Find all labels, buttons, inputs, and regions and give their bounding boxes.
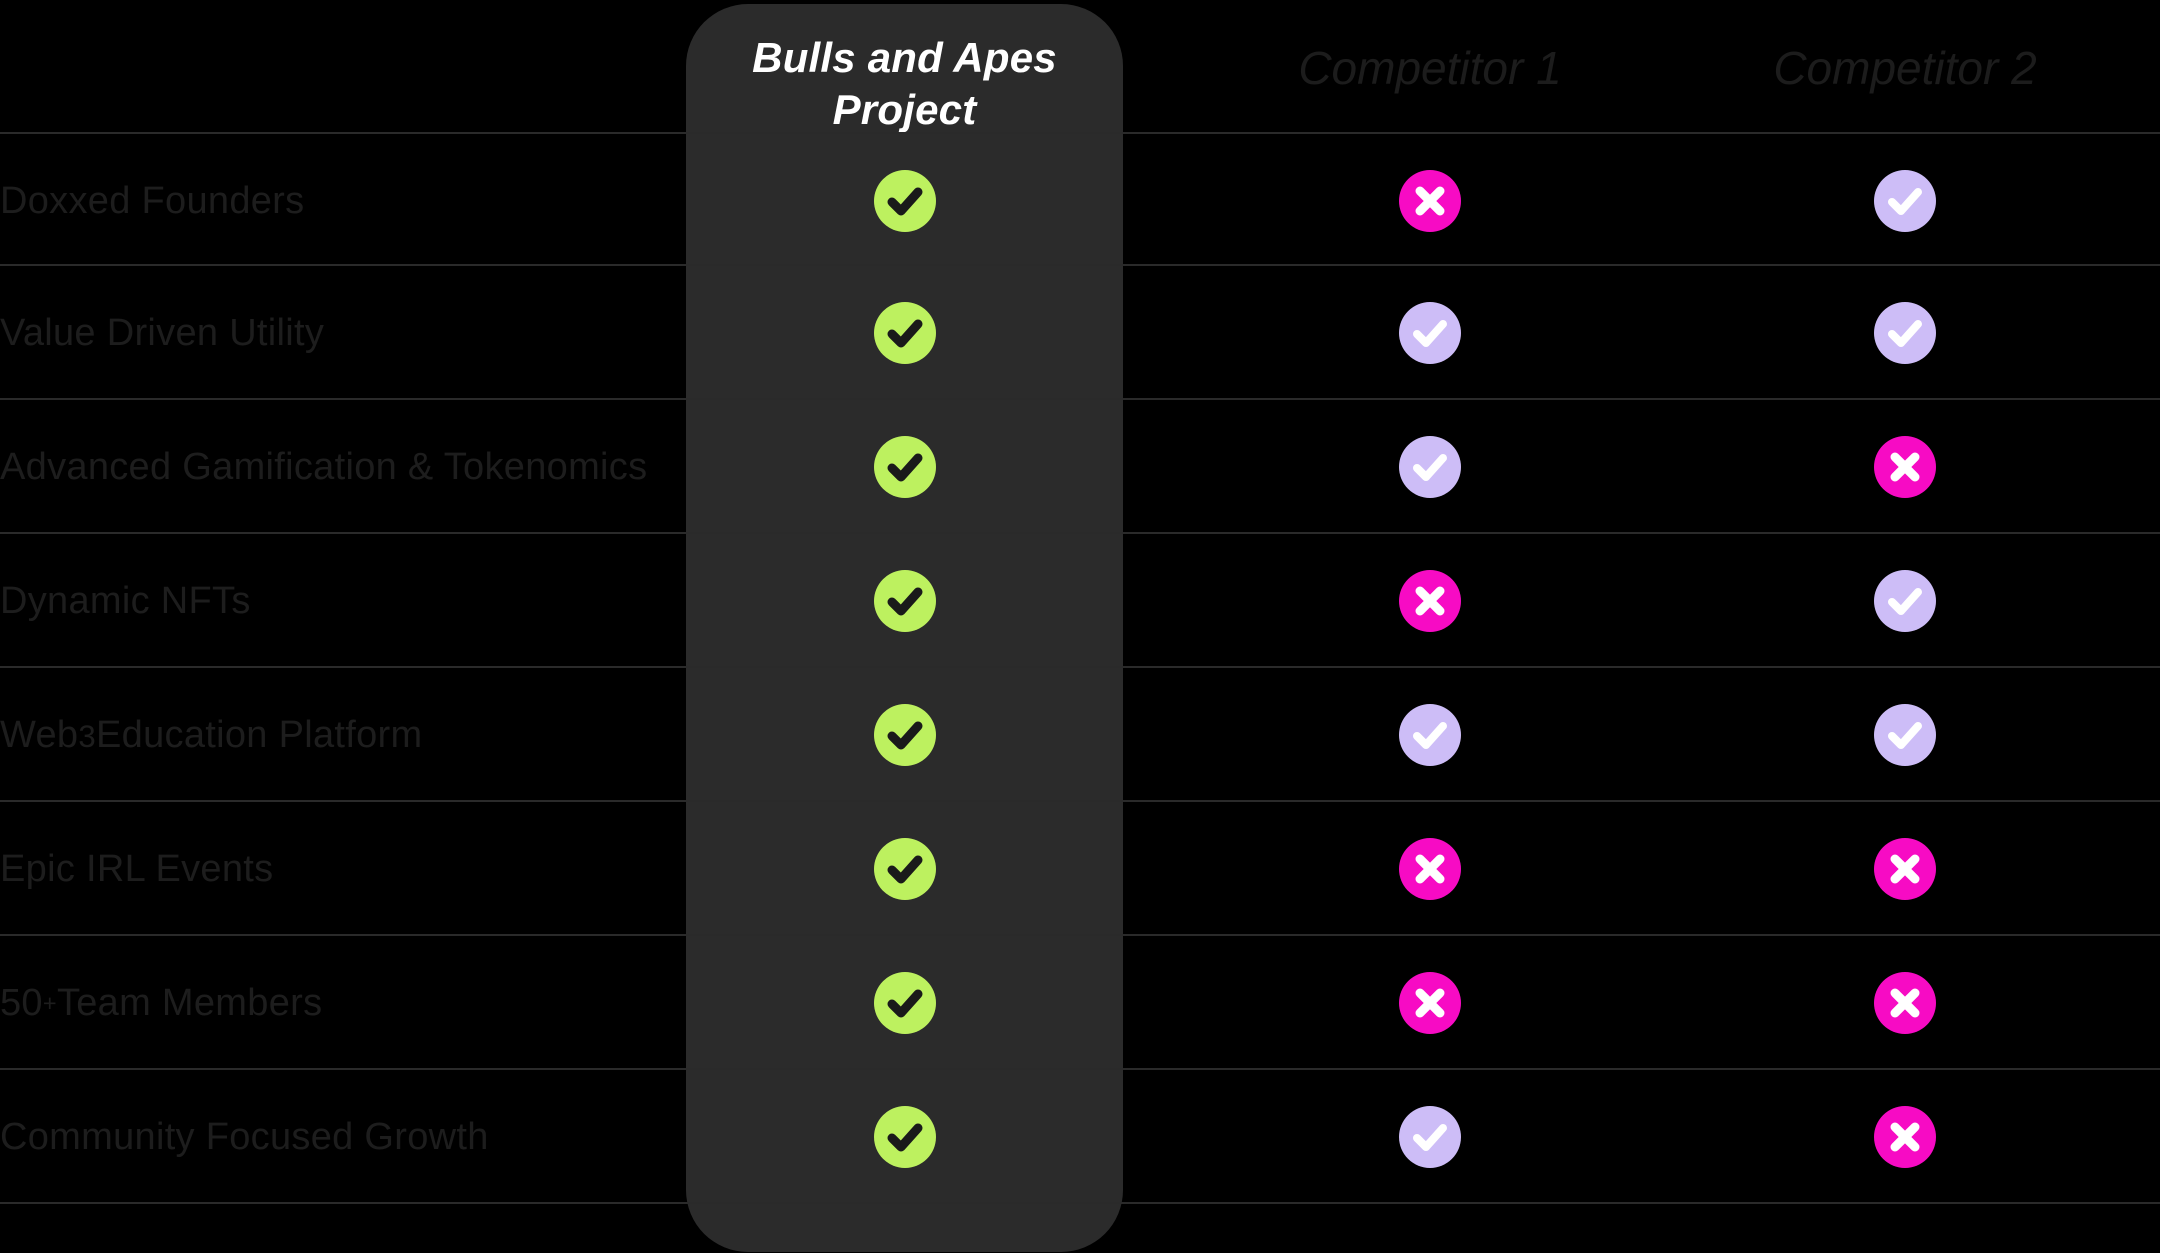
check-circle-icon (1399, 704, 1461, 766)
row-feature-label: Value Driven Utility (0, 312, 325, 354)
status-cell-competitor-2 (1845, 266, 1965, 400)
table-row: Dynamic NFTs (0, 534, 2160, 668)
table-row: Community Focused Growth (0, 1070, 2160, 1204)
status-cell-bap (845, 1070, 965, 1204)
status-cell-bap (845, 534, 965, 668)
check-circle-icon (874, 838, 936, 900)
status-cell-competitor-1 (1370, 400, 1490, 534)
check-circle-icon (1874, 302, 1936, 364)
check-circle-icon (1399, 1106, 1461, 1168)
row-feature-label: Epic IRL Events (0, 848, 274, 890)
x-circle-icon (1874, 838, 1936, 900)
check-circle-icon (874, 570, 936, 632)
row-feature-label: Community Focused Growth (0, 1116, 489, 1158)
check-circle-icon (874, 704, 936, 766)
status-cell-competitor-1 (1370, 1070, 1490, 1204)
check-circle-icon (1874, 704, 1936, 766)
status-cell-competitor-2 (1845, 534, 1965, 668)
status-cell-competitor-2 (1845, 936, 1965, 1070)
status-cell-competitor-2 (1845, 400, 1965, 534)
status-cell-competitor-1 (1370, 668, 1490, 802)
check-circle-icon (874, 170, 936, 232)
status-cell-competitor-1 (1370, 134, 1490, 268)
row-feature-label: Advanced Gamification & Tokenomics (0, 446, 648, 488)
row-feature-label: Dynamic NFTs (0, 580, 251, 622)
highlight-column-title: Bulls and Apes Project (752, 34, 1057, 133)
row-feature-label: Doxxed Founders (0, 180, 305, 222)
row-feature-label: 50+ Team Members (0, 982, 323, 1024)
x-circle-icon (1874, 972, 1936, 1034)
table-row: Doxxed Founders (0, 132, 2160, 266)
status-cell-competitor-1 (1370, 802, 1490, 936)
status-cell-competitor-2 (1845, 668, 1965, 802)
status-cell-competitor-2 (1845, 802, 1965, 936)
status-cell-bap (845, 668, 965, 802)
check-circle-icon (1399, 302, 1461, 364)
status-cell-competitor-1 (1370, 534, 1490, 668)
check-circle-icon (874, 302, 936, 364)
check-circle-icon (874, 972, 936, 1034)
status-cell-bap (845, 400, 965, 534)
table-row: Value Driven Utility (0, 266, 2160, 400)
table-row: Advanced Gamification & Tokenomics (0, 400, 2160, 534)
x-circle-icon (1399, 570, 1461, 632)
status-cell-competitor-2 (1845, 1070, 1965, 1204)
x-circle-icon (1399, 838, 1461, 900)
x-circle-icon (1399, 170, 1461, 232)
check-circle-icon (874, 1106, 936, 1168)
column-header-competitor-2: Competitor 2 (1773, 42, 2037, 94)
status-cell-bap (845, 134, 965, 268)
column-header-competitor-1: Competitor 1 (1298, 42, 1562, 94)
check-circle-icon (1874, 570, 1936, 632)
table-row: Epic IRL Events (0, 802, 2160, 936)
status-cell-bap (845, 266, 965, 400)
check-circle-icon (1874, 170, 1936, 232)
status-cell-bap (845, 802, 965, 936)
status-cell-bap (845, 936, 965, 1070)
status-cell-competitor-1 (1370, 266, 1490, 400)
table-row: 50+ Team Members (0, 936, 2160, 1070)
check-circle-icon (1399, 436, 1461, 498)
status-cell-competitor-2 (1845, 134, 1965, 268)
check-circle-icon (874, 436, 936, 498)
table-header-row: Competitor 1 Competitor 2 (0, 0, 2160, 134)
x-circle-icon (1874, 436, 1936, 498)
x-circle-icon (1874, 1106, 1936, 1168)
status-cell-competitor-1 (1370, 936, 1490, 1070)
x-circle-icon (1399, 972, 1461, 1034)
